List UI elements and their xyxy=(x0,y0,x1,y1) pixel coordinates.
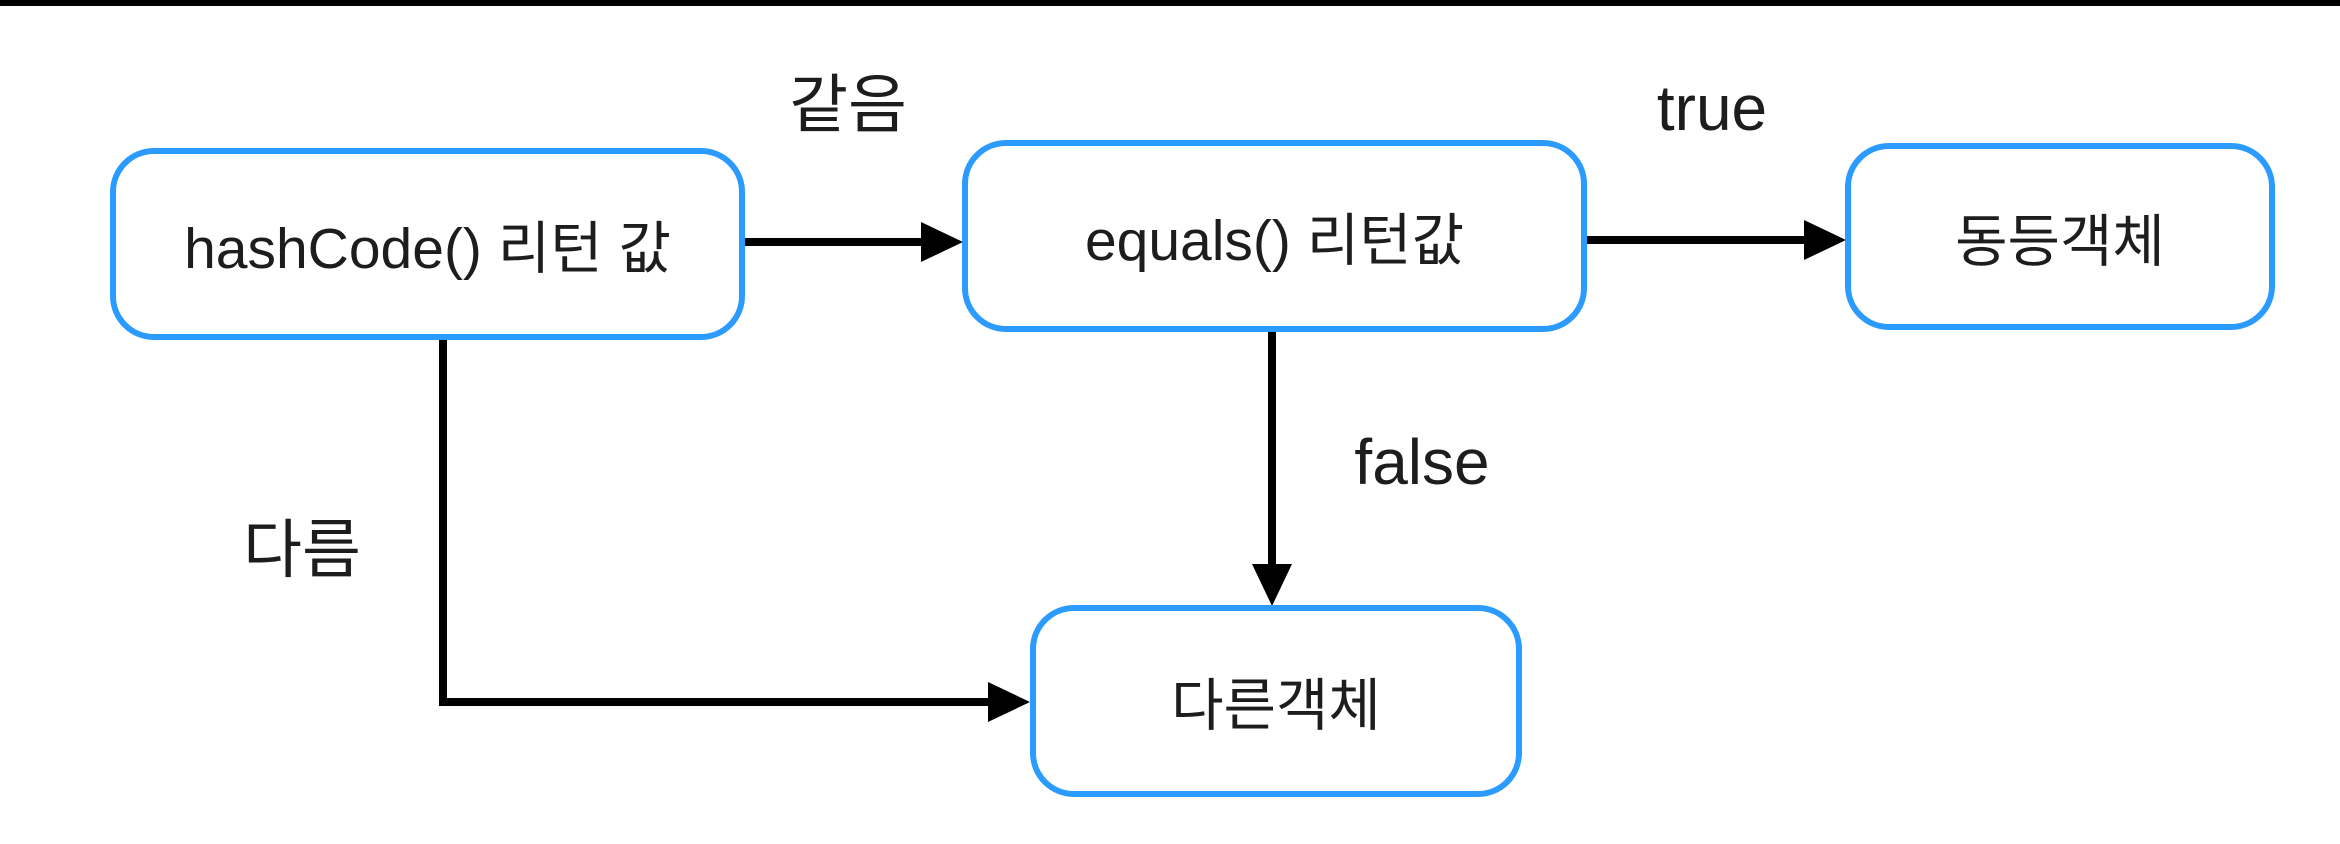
node-hashcode-label: hashCode() 리턴 값 xyxy=(184,217,671,281)
arrow-same xyxy=(745,222,963,262)
edge-label-false: false xyxy=(1354,426,1490,498)
node-equal-object-label: 동등객체 xyxy=(1955,209,2165,274)
arrow-different xyxy=(439,340,1030,722)
arrow-true xyxy=(1587,220,1846,260)
edge-label-different: 다름 xyxy=(243,514,361,586)
arrow-false xyxy=(1252,332,1292,606)
edge-label-same: 같음 xyxy=(789,69,907,141)
top-border-bar xyxy=(0,0,2340,6)
edge-label-true: true xyxy=(1656,72,1768,144)
node-different-object: 다른객체 xyxy=(1030,605,1522,797)
node-equal-object: 동등객체 xyxy=(1845,143,2275,330)
node-different-object-label: 다른객체 xyxy=(1171,674,1381,738)
node-equals-label: equals() 리턴값 xyxy=(1084,209,1465,273)
node-hashcode-return-value: hashCode() 리턴 값 xyxy=(110,148,745,340)
node-equals-return-value: equals() 리턴값 xyxy=(962,140,1587,332)
